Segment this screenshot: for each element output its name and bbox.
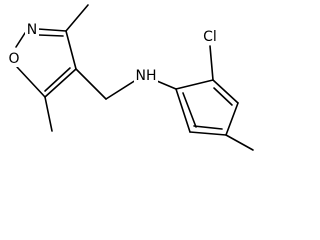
isoxazole-ring (15, 28, 77, 98)
bond-c5-methyl (44, 96, 53, 132)
bond-c4-c5 (44, 68, 77, 98)
bond-c3-c4 (65, 30, 77, 70)
bond-c4-c5-double (44, 67, 71, 92)
chemical-structure-diagram: N O NH Cl (6, 4, 254, 151)
bond-c4-methyl (225, 134, 254, 151)
bond-c4-c5-double (193, 125, 223, 130)
bond-n2-c3 (37, 28, 67, 32)
bond-ch2-nh (105, 79, 137, 100)
bond-c3-methyl (65, 4, 89, 32)
bond-c3-c4 (225, 102, 239, 136)
bond-c2-cl (209, 45, 214, 81)
bond-nh-c1 (156, 80, 177, 90)
atom-labels: N O NH Cl (6, 20, 221, 84)
bond-c1-c2 (175, 79, 214, 90)
bond-c5-o1 (16, 66, 46, 98)
bond-n2-c3-double (38, 34, 64, 37)
atom-label-cl: Cl (203, 29, 217, 45)
bond-c4-ch2 (75, 68, 107, 100)
atom-label-o-isoxazole: O (8, 51, 19, 67)
bond-o1-n2 (15, 32, 26, 48)
bond-c2-c3 (212, 79, 239, 104)
bond-c4-c5 (189, 131, 227, 136)
isoxazole-substituents (44, 4, 137, 132)
bond-c5-c6 (175, 88, 191, 133)
benzene-substituents (209, 45, 254, 151)
atom-label-n-isoxazole: N (27, 22, 37, 38)
bond-c2-c3-double (213, 87, 233, 106)
benzene-ring (156, 79, 239, 136)
bond-c6-c1-double (182, 92, 197, 128)
atom-label-nh-amine: NH (136, 68, 157, 84)
